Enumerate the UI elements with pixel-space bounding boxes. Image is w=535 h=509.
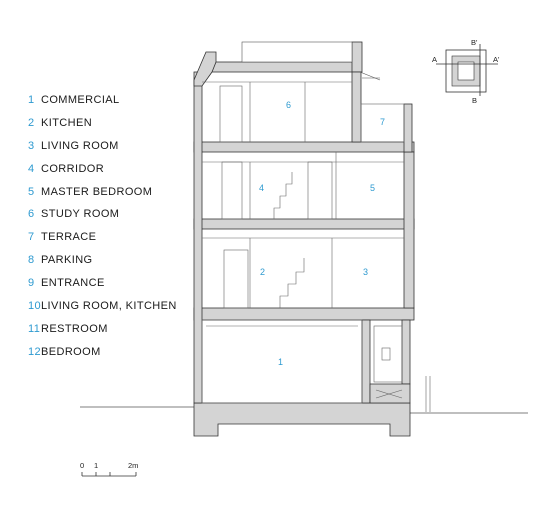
scale-label-2m: 2m bbox=[128, 461, 138, 470]
entrance-wall bbox=[401, 319, 411, 385]
room-legend: 1 COMMERCIAL 2 KITCHEN 3 LIVING ROOM 4 CORRI… bbox=[28, 93, 177, 368]
ground-line bbox=[80, 406, 528, 414]
roof-features bbox=[241, 41, 381, 81]
legend-item: 5 MASTER BEDROOM bbox=[28, 185, 177, 208]
legend-item: 1 COMMERCIAL bbox=[28, 93, 177, 116]
scale-label-0: 0 bbox=[80, 461, 84, 470]
legend-item: 7 TERRACE bbox=[28, 230, 177, 253]
legend-label: STUDY ROOM bbox=[41, 208, 120, 221]
key-plan-label-a-prime: A' bbox=[493, 55, 500, 64]
right-wall-upper bbox=[351, 71, 362, 143]
legend-item: 4 CORRIDOR bbox=[28, 162, 177, 185]
legend-label: MASTER BEDROOM bbox=[41, 185, 153, 198]
third-floor-slab bbox=[193, 141, 415, 153]
legend-item: 12BEDROOM bbox=[28, 345, 177, 368]
legend-item: 8 PARKING bbox=[28, 253, 177, 276]
legend-label: TERRACE bbox=[41, 231, 97, 244]
sloped-roof-edge bbox=[193, 51, 217, 87]
left-wall bbox=[193, 71, 203, 404]
roof-slab bbox=[211, 61, 361, 73]
right-wall-ground bbox=[361, 319, 371, 404]
room-label-6: 6 bbox=[286, 100, 291, 110]
legend-item: 9 ENTRANCE bbox=[28, 276, 177, 299]
legend-label: KITCHEN bbox=[41, 116, 93, 129]
legend-number: 8 bbox=[28, 254, 35, 267]
legend-number: 11 bbox=[28, 322, 41, 335]
building-structure bbox=[193, 41, 415, 437]
room-label-2: 2 bbox=[260, 267, 265, 277]
room-label-7: 7 bbox=[380, 117, 385, 127]
legend-number: 3 bbox=[28, 139, 35, 152]
legend-item: 3 LIVING ROOM bbox=[28, 139, 177, 162]
legend-number: 9 bbox=[28, 277, 35, 290]
right-wall-mid bbox=[403, 151, 415, 309]
legend-label: COMMERCIAL bbox=[41, 94, 120, 106]
legend-number: 4 bbox=[28, 162, 35, 175]
legend-label: LIVING ROOM bbox=[41, 139, 119, 152]
scale-bar: 0 1 2m bbox=[80, 461, 138, 477]
ground-floor-slab bbox=[193, 307, 415, 321]
legend-number: 12 bbox=[28, 345, 42, 358]
legend-item: 11RESTROOM bbox=[28, 322, 177, 345]
key-plan: A A' B' B bbox=[432, 38, 500, 105]
foundation-slab bbox=[193, 402, 411, 437]
legend-label: BEDROOM bbox=[41, 345, 101, 358]
room-label-5: 5 bbox=[370, 183, 375, 193]
legend-number: 7 bbox=[28, 231, 35, 244]
room-label-4: 4 bbox=[259, 183, 264, 193]
legend-number: 6 bbox=[28, 208, 35, 221]
legend-item: 6 STUDY ROOM bbox=[28, 207, 177, 230]
legend-item: 2 KITCHEN bbox=[28, 116, 177, 139]
legend-number: 10 bbox=[28, 300, 42, 313]
legend-label: ENTRANCE bbox=[41, 277, 105, 290]
roof-parapet bbox=[351, 41, 363, 73]
terrace-wall bbox=[403, 103, 413, 153]
legend-number: 5 bbox=[28, 185, 35, 198]
legend-label: RESTROOM bbox=[41, 322, 108, 335]
legend-label: LIVING ROOM, KITCHEN bbox=[41, 300, 177, 313]
legend-number: 1 bbox=[28, 94, 35, 106]
second-floor-slab bbox=[193, 218, 415, 230]
interior-details bbox=[201, 81, 431, 412]
scale-label-1: 1 bbox=[94, 461, 98, 470]
key-plan-label-b: B bbox=[472, 96, 477, 105]
legend-number: 2 bbox=[28, 116, 35, 129]
legend-label: PARKING bbox=[41, 254, 93, 267]
key-plan-label-b-prime: B' bbox=[471, 38, 478, 47]
legend-label: CORRIDOR bbox=[41, 162, 105, 175]
key-plan-label-a: A bbox=[432, 55, 437, 64]
legend-item: 10LIVING ROOM, KITCHEN bbox=[28, 299, 177, 322]
room-label-1: 1 bbox=[278, 357, 283, 367]
room-labels: 1 2 3 4 5 6 7 bbox=[259, 100, 385, 367]
room-label-3: 3 bbox=[363, 267, 368, 277]
